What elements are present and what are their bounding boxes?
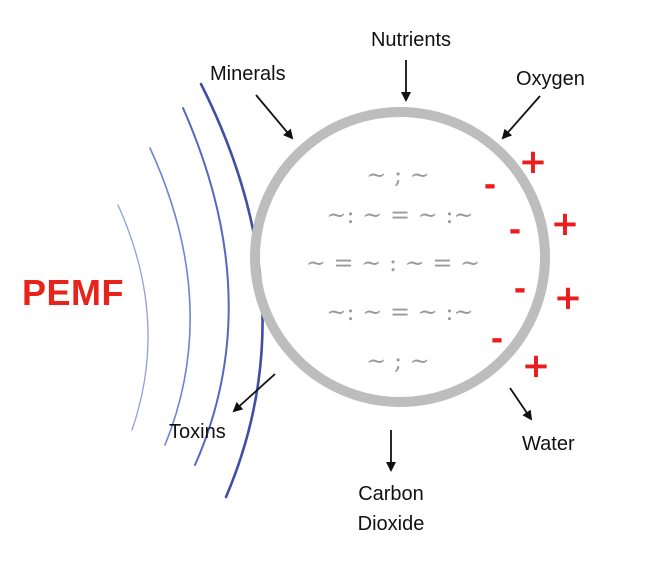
minus-sign-2: - — [509, 213, 521, 248]
oxygen-arrow — [501, 95, 541, 140]
cell-row-4: ~: ~ = ~ :~ — [326, 298, 473, 326]
cell-row-1: ~ ; ~ — [366, 161, 430, 189]
cell-row-2: ~: ~ = ~ :~ — [326, 201, 473, 229]
cell-interior: ~ ; ~ ~: ~ = ~ :~ ~ = ~ : ~ = ~ ~: ~ = ~… — [306, 161, 481, 375]
membrane-charges: - + - + - + - + — [484, 142, 582, 386]
pemf-label: PEMF — [22, 272, 124, 313]
nutrients-label: Nutrients — [371, 29, 451, 51]
plus-sign-4: + — [522, 346, 551, 386]
carbon-label: Carbon — [358, 483, 424, 505]
wave-arc-2 — [149, 147, 191, 446]
wave-arc-3 — [182, 107, 230, 466]
toxins-arrow — [232, 373, 276, 413]
cell-membrane — [250, 107, 550, 407]
minus-sign-4: - — [491, 322, 503, 357]
minus-sign-1: - — [484, 168, 496, 203]
water-arrow — [509, 387, 533, 421]
flow-arrows — [232, 60, 541, 472]
plus-sign-3: + — [554, 278, 583, 318]
minus-sign-3: - — [514, 272, 526, 307]
cell-row-5: ~ ; ~ — [366, 347, 430, 375]
oxygen-label: Oxygen — [516, 68, 585, 90]
cell-row-3: ~ = ~ : ~ = ~ — [306, 249, 481, 277]
minerals-arrow — [255, 94, 294, 140]
toxins-label: Toxins — [169, 421, 226, 443]
minerals-label: Minerals — [210, 63, 286, 85]
wave-arc-1 — [117, 204, 149, 431]
dioxide-label: Dioxide — [358, 513, 425, 535]
plus-sign-2: + — [551, 204, 580, 244]
plus-sign-1: + — [519, 142, 548, 182]
water-label: Water — [522, 433, 575, 455]
